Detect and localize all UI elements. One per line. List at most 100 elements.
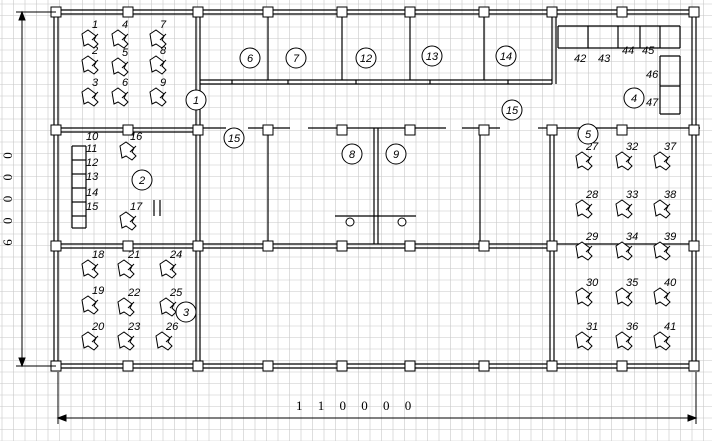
- machine-label: 44: [622, 45, 634, 57]
- machine-icon: [149, 87, 167, 107]
- column: [404, 240, 416, 252]
- zone-marker: [577, 123, 599, 145]
- machine-icon: [653, 241, 671, 261]
- zone-marker: [175, 301, 197, 323]
- machine-icon: [653, 287, 671, 307]
- zone-label: 3: [183, 307, 190, 319]
- zone-marker: [185, 89, 207, 111]
- zone-marker: [421, 45, 443, 67]
- machine-label: 33: [626, 189, 639, 201]
- machine-label: 30: [586, 277, 599, 289]
- column: [688, 360, 700, 372]
- machine-icon: [81, 29, 99, 49]
- column: [122, 6, 134, 18]
- zone-marker: [355, 47, 377, 69]
- machine-label: 45: [642, 45, 655, 57]
- machine-icon: [81, 331, 99, 351]
- column: [404, 124, 416, 136]
- zone-marker: [239, 47, 261, 69]
- machine-icon: [111, 57, 129, 77]
- column: [262, 360, 274, 372]
- machine-icon: [111, 87, 129, 107]
- column: [688, 6, 700, 18]
- column: [192, 124, 204, 136]
- column: [122, 360, 134, 372]
- machine-label: 46: [646, 69, 659, 81]
- column: [546, 6, 558, 18]
- column: [192, 240, 204, 252]
- machine-label: 5: [122, 47, 129, 59]
- machine-label: 35: [626, 277, 639, 289]
- zone-label: 7: [293, 53, 300, 65]
- machine-icon: [81, 259, 99, 279]
- machine-label: 23: [127, 321, 141, 333]
- zone-label: 2: [138, 175, 145, 187]
- dimension-lines: [16, 10, 698, 424]
- machine-icon: [575, 331, 593, 351]
- machine-icon: [117, 259, 135, 279]
- machine-label: 1: [92, 19, 98, 31]
- zone-label: 12: [360, 53, 372, 65]
- column: [336, 6, 348, 18]
- column: [192, 6, 204, 18]
- machine-label: 41: [664, 321, 676, 333]
- column: [262, 6, 274, 18]
- zone-label: 14: [500, 51, 512, 63]
- machine-label: 16: [130, 131, 143, 143]
- machine-icon: [149, 29, 167, 49]
- machine-label: 7: [160, 19, 167, 31]
- machine-label: 31: [586, 321, 598, 333]
- machine-label: 42: [574, 53, 586, 65]
- door-symbol: [345, 217, 355, 227]
- machine-label: 20: [91, 321, 105, 333]
- column: [336, 360, 348, 372]
- zone-marker: [385, 143, 407, 165]
- machine-label: 9: [160, 77, 166, 89]
- column: [262, 124, 274, 136]
- machine-icon: [575, 199, 593, 219]
- machine-label: 13: [86, 171, 99, 183]
- machine-label: 21: [127, 249, 140, 261]
- walls: [53, 9, 700, 369]
- machine-label: 8: [160, 45, 167, 57]
- column: [50, 124, 62, 136]
- machine-label: 26: [165, 321, 179, 333]
- machine-label: 32: [626, 141, 638, 153]
- column: [546, 124, 558, 136]
- machine-label: 37: [664, 141, 677, 153]
- zone-marker: [495, 45, 517, 67]
- column: [478, 124, 490, 136]
- machine-icon: [575, 287, 593, 307]
- zone-label: 13: [426, 51, 439, 63]
- machine-label: 47: [646, 97, 659, 109]
- machine-icon: [117, 331, 135, 351]
- column: [404, 6, 416, 18]
- machine-icon: [159, 297, 177, 317]
- zone-label: 5: [585, 129, 592, 141]
- machine-icon: [615, 151, 633, 171]
- zone-label: 9: [393, 149, 399, 161]
- column: [192, 360, 204, 372]
- machine-icon: [119, 141, 137, 161]
- machine-icon: [111, 29, 129, 49]
- column: [262, 240, 274, 252]
- machine-label: 22: [127, 287, 140, 299]
- machine-label: 43: [598, 53, 611, 65]
- machine-icon: [81, 55, 99, 75]
- column: [616, 360, 628, 372]
- door-symbol: [397, 217, 407, 227]
- machine-label: 17: [130, 201, 143, 213]
- machine-icon: [117, 297, 135, 317]
- machine-label: 3: [92, 77, 99, 89]
- machine-icon: [81, 295, 99, 315]
- machine-label: 14: [86, 187, 98, 199]
- machine-label: 6: [122, 77, 129, 89]
- machine-icon: [653, 151, 671, 171]
- column: [546, 360, 558, 372]
- machine-icon: [149, 55, 167, 75]
- machine-label: 2: [91, 45, 98, 57]
- machine-icon: [615, 199, 633, 219]
- machine-label: 40: [664, 277, 677, 289]
- column: [616, 124, 628, 136]
- machine-label: 4: [122, 19, 128, 31]
